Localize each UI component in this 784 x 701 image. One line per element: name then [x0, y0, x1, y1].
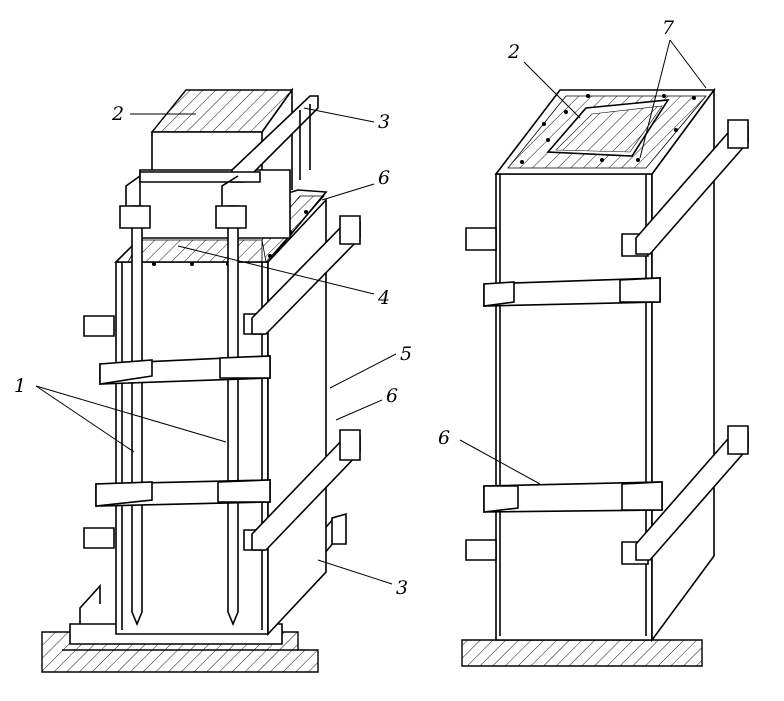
label-2-left: 2 — [111, 103, 124, 125]
right-leaders — [459, 39, 707, 485]
right-clamp-lower — [483, 481, 663, 513]
left-upper-form — [139, 87, 319, 239]
right-base-slab — [461, 639, 703, 667]
label-6-right: 6 — [438, 427, 450, 449]
label-6-middle: 6 — [386, 385, 398, 407]
label-3-bottom: 3 — [396, 577, 408, 599]
label-1: 1 — [14, 375, 26, 397]
right-column-box — [494, 87, 716, 643]
right-clamp-upper — [483, 277, 661, 307]
left-clamp-lower — [95, 479, 271, 507]
label-7: 7 — [662, 17, 675, 39]
label-3-top: 3 — [378, 111, 390, 133]
label-5: 5 — [400, 343, 412, 365]
left-assembly — [41, 87, 361, 673]
left-side-rails — [251, 215, 361, 551]
left-leaders — [35, 107, 397, 585]
left-clamp-middle — [99, 355, 271, 385]
label-6-top: 6 — [378, 167, 390, 189]
left-lifting-rods — [119, 175, 247, 627]
label-2-right: 2 — [507, 41, 520, 63]
right-assembly — [461, 87, 749, 667]
label-4: 4 — [377, 287, 390, 309]
right-side-rails — [635, 119, 749, 561]
